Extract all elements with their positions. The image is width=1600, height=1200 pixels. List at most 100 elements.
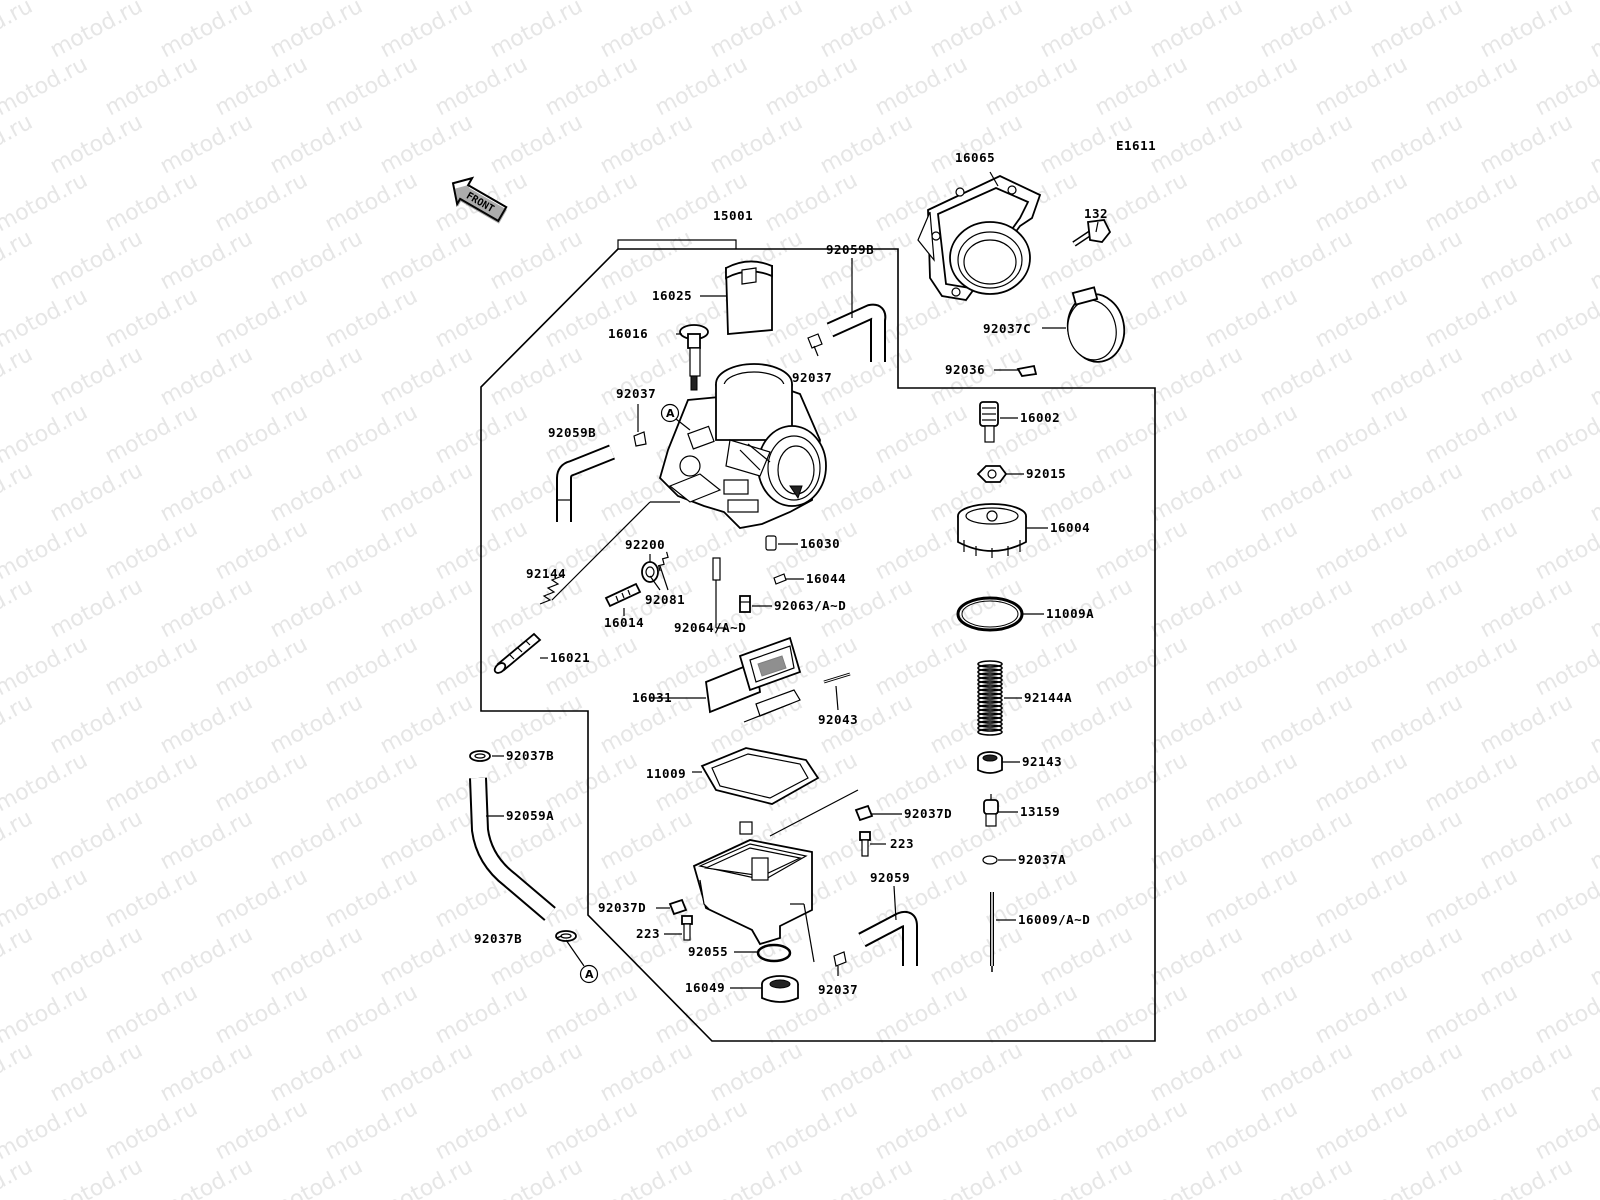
spring-coil [977, 700, 1003, 708]
top-cap-16004 [957, 503, 1027, 558]
watermark-text: motod.ru [1201, 1096, 1302, 1165]
watermark-text: motod.ru [46, 1038, 147, 1107]
watermark-text: motod.ru [1256, 1154, 1357, 1200]
watermark-text: motod.ru [1311, 284, 1412, 353]
label-16004: 16004 [1050, 520, 1090, 535]
watermark-text: motod.ru [1036, 0, 1137, 63]
watermark-text: motod.ru [376, 806, 477, 875]
watermark-text: motod.ru [1146, 1154, 1247, 1200]
watermark-text: motod.ru [0, 458, 37, 527]
watermark-text: motod.ru [1366, 922, 1467, 991]
watermark-text: motod.ru [926, 1038, 1027, 1107]
watermark-text: motod.ru [211, 632, 312, 701]
watermark-text: motod.ru [981, 52, 1082, 121]
spring-coil [977, 716, 1003, 724]
watermark-text: motod.ru [1311, 1096, 1412, 1165]
label-223-right: 223 [890, 836, 914, 851]
spring-coil [977, 692, 1003, 700]
spring-coil [977, 672, 1003, 680]
watermark-text: motod.ru [0, 980, 92, 1049]
watermark-text: motod.ru [1366, 806, 1467, 875]
jet-16044 [773, 573, 787, 585]
watermark-text: motod.ru [1091, 400, 1192, 469]
spring-coil [977, 668, 1003, 676]
watermark-text: motod.ru [0, 52, 92, 121]
watermark-text: motod.ru [871, 400, 972, 469]
label-223-left: 223 [636, 926, 660, 941]
watermark-text: motod.ru [1256, 806, 1357, 875]
carburetor-body-15001 [658, 363, 827, 529]
watermark-text: motod.ru [761, 1096, 862, 1165]
watermark-text: motod.ru [926, 922, 1027, 991]
label-92063: 92063/A~D [774, 598, 846, 613]
watermark-text: motod.ru [211, 748, 312, 817]
watermark-text: motod.ru [321, 400, 422, 469]
watermark-text: motod.ru [0, 226, 37, 295]
watermark-text: motod.ru [46, 0, 147, 63]
watermark-text: motod.ru [1311, 632, 1412, 701]
watermark-text: motod.ru [46, 226, 147, 295]
watermark-text: motod.ru [0, 806, 37, 875]
watermark-text: motod.ru [266, 226, 367, 295]
label-16065: 16065 [955, 150, 995, 165]
watermark-text: motod.ru [1201, 864, 1302, 933]
leader-15001 [617, 239, 737, 249]
airbox-joint-16065 [917, 175, 1042, 301]
watermark-text: motod.ru [266, 922, 367, 991]
label-92037-top: 92037 [792, 370, 832, 385]
holder-92143 [977, 751, 1003, 774]
label-92015: 92015 [1026, 466, 1066, 481]
label-92200: 92200 [625, 537, 665, 552]
watermark-text: motod.ru [1421, 632, 1522, 701]
watermark-text: motod.ru [1201, 632, 1302, 701]
watermark-text: motod.ru [706, 1154, 807, 1200]
watermark-text: motod.ru [1256, 342, 1357, 411]
watermark-text: motod.ru [1091, 864, 1192, 933]
watermark-text: motod.ru [541, 52, 642, 121]
spring-92081 [657, 551, 669, 572]
watermark-text: motod.ru [541, 632, 642, 701]
watermark-text: motod.ru [1586, 110, 1600, 179]
watermark-text: motod.ru [1091, 1096, 1192, 1165]
watermark-text: motod.ru [266, 574, 367, 643]
watermark-text: motod.ru [156, 690, 257, 759]
watermark-text: motod.ru [596, 226, 697, 295]
watermark-text: motod.ru [156, 0, 257, 63]
clip-92037B-top [469, 750, 491, 762]
watermark-text: motod.ru [156, 110, 257, 179]
spring-coil [977, 688, 1003, 696]
watermark-text: motod.ru [431, 1096, 532, 1165]
clip-92037A [982, 855, 998, 865]
label-92064: 92064/A~D [674, 620, 746, 635]
watermark-text: motod.ru [376, 110, 477, 179]
watermark-text: motod.ru [1091, 980, 1192, 1049]
watermark-text: motod.ru [1311, 52, 1412, 121]
watermark-text: motod.ru [1586, 0, 1600, 63]
watermark-text: motod.ru [1201, 284, 1302, 353]
bolt-132 [1072, 219, 1112, 247]
watermark-text: motod.ru [1146, 342, 1247, 411]
watermark-text: motod.ru [486, 1154, 587, 1200]
watermark-text: motod.ru [871, 516, 972, 585]
label-16021: 16021 [550, 650, 590, 665]
front-arrow-icon: FRONT [451, 176, 508, 224]
label-92081: 92081 [645, 592, 685, 607]
label-92037D-left: 92037D [598, 900, 646, 915]
clip-92036 [1016, 364, 1038, 377]
clip-92037-left [633, 431, 647, 447]
watermark-text: motod.ru [1256, 458, 1357, 527]
float-bowl [692, 821, 813, 946]
spring-coil [977, 712, 1003, 720]
watermark-text: motod.ru [1146, 458, 1247, 527]
label-16044: 16044 [806, 571, 846, 586]
spring-coil [977, 724, 1003, 732]
watermark-text: motod.ru [1311, 516, 1412, 585]
spring-coil [977, 680, 1003, 688]
watermark-text: motod.ru [1421, 980, 1522, 1049]
watermark-text: motod.ru [0, 1096, 92, 1165]
callout-a-bottom [579, 964, 599, 984]
watermark-text: motod.ru [816, 1154, 917, 1200]
clip-92037D-right [854, 804, 874, 822]
watermark-text: motod.ru [1476, 226, 1577, 295]
